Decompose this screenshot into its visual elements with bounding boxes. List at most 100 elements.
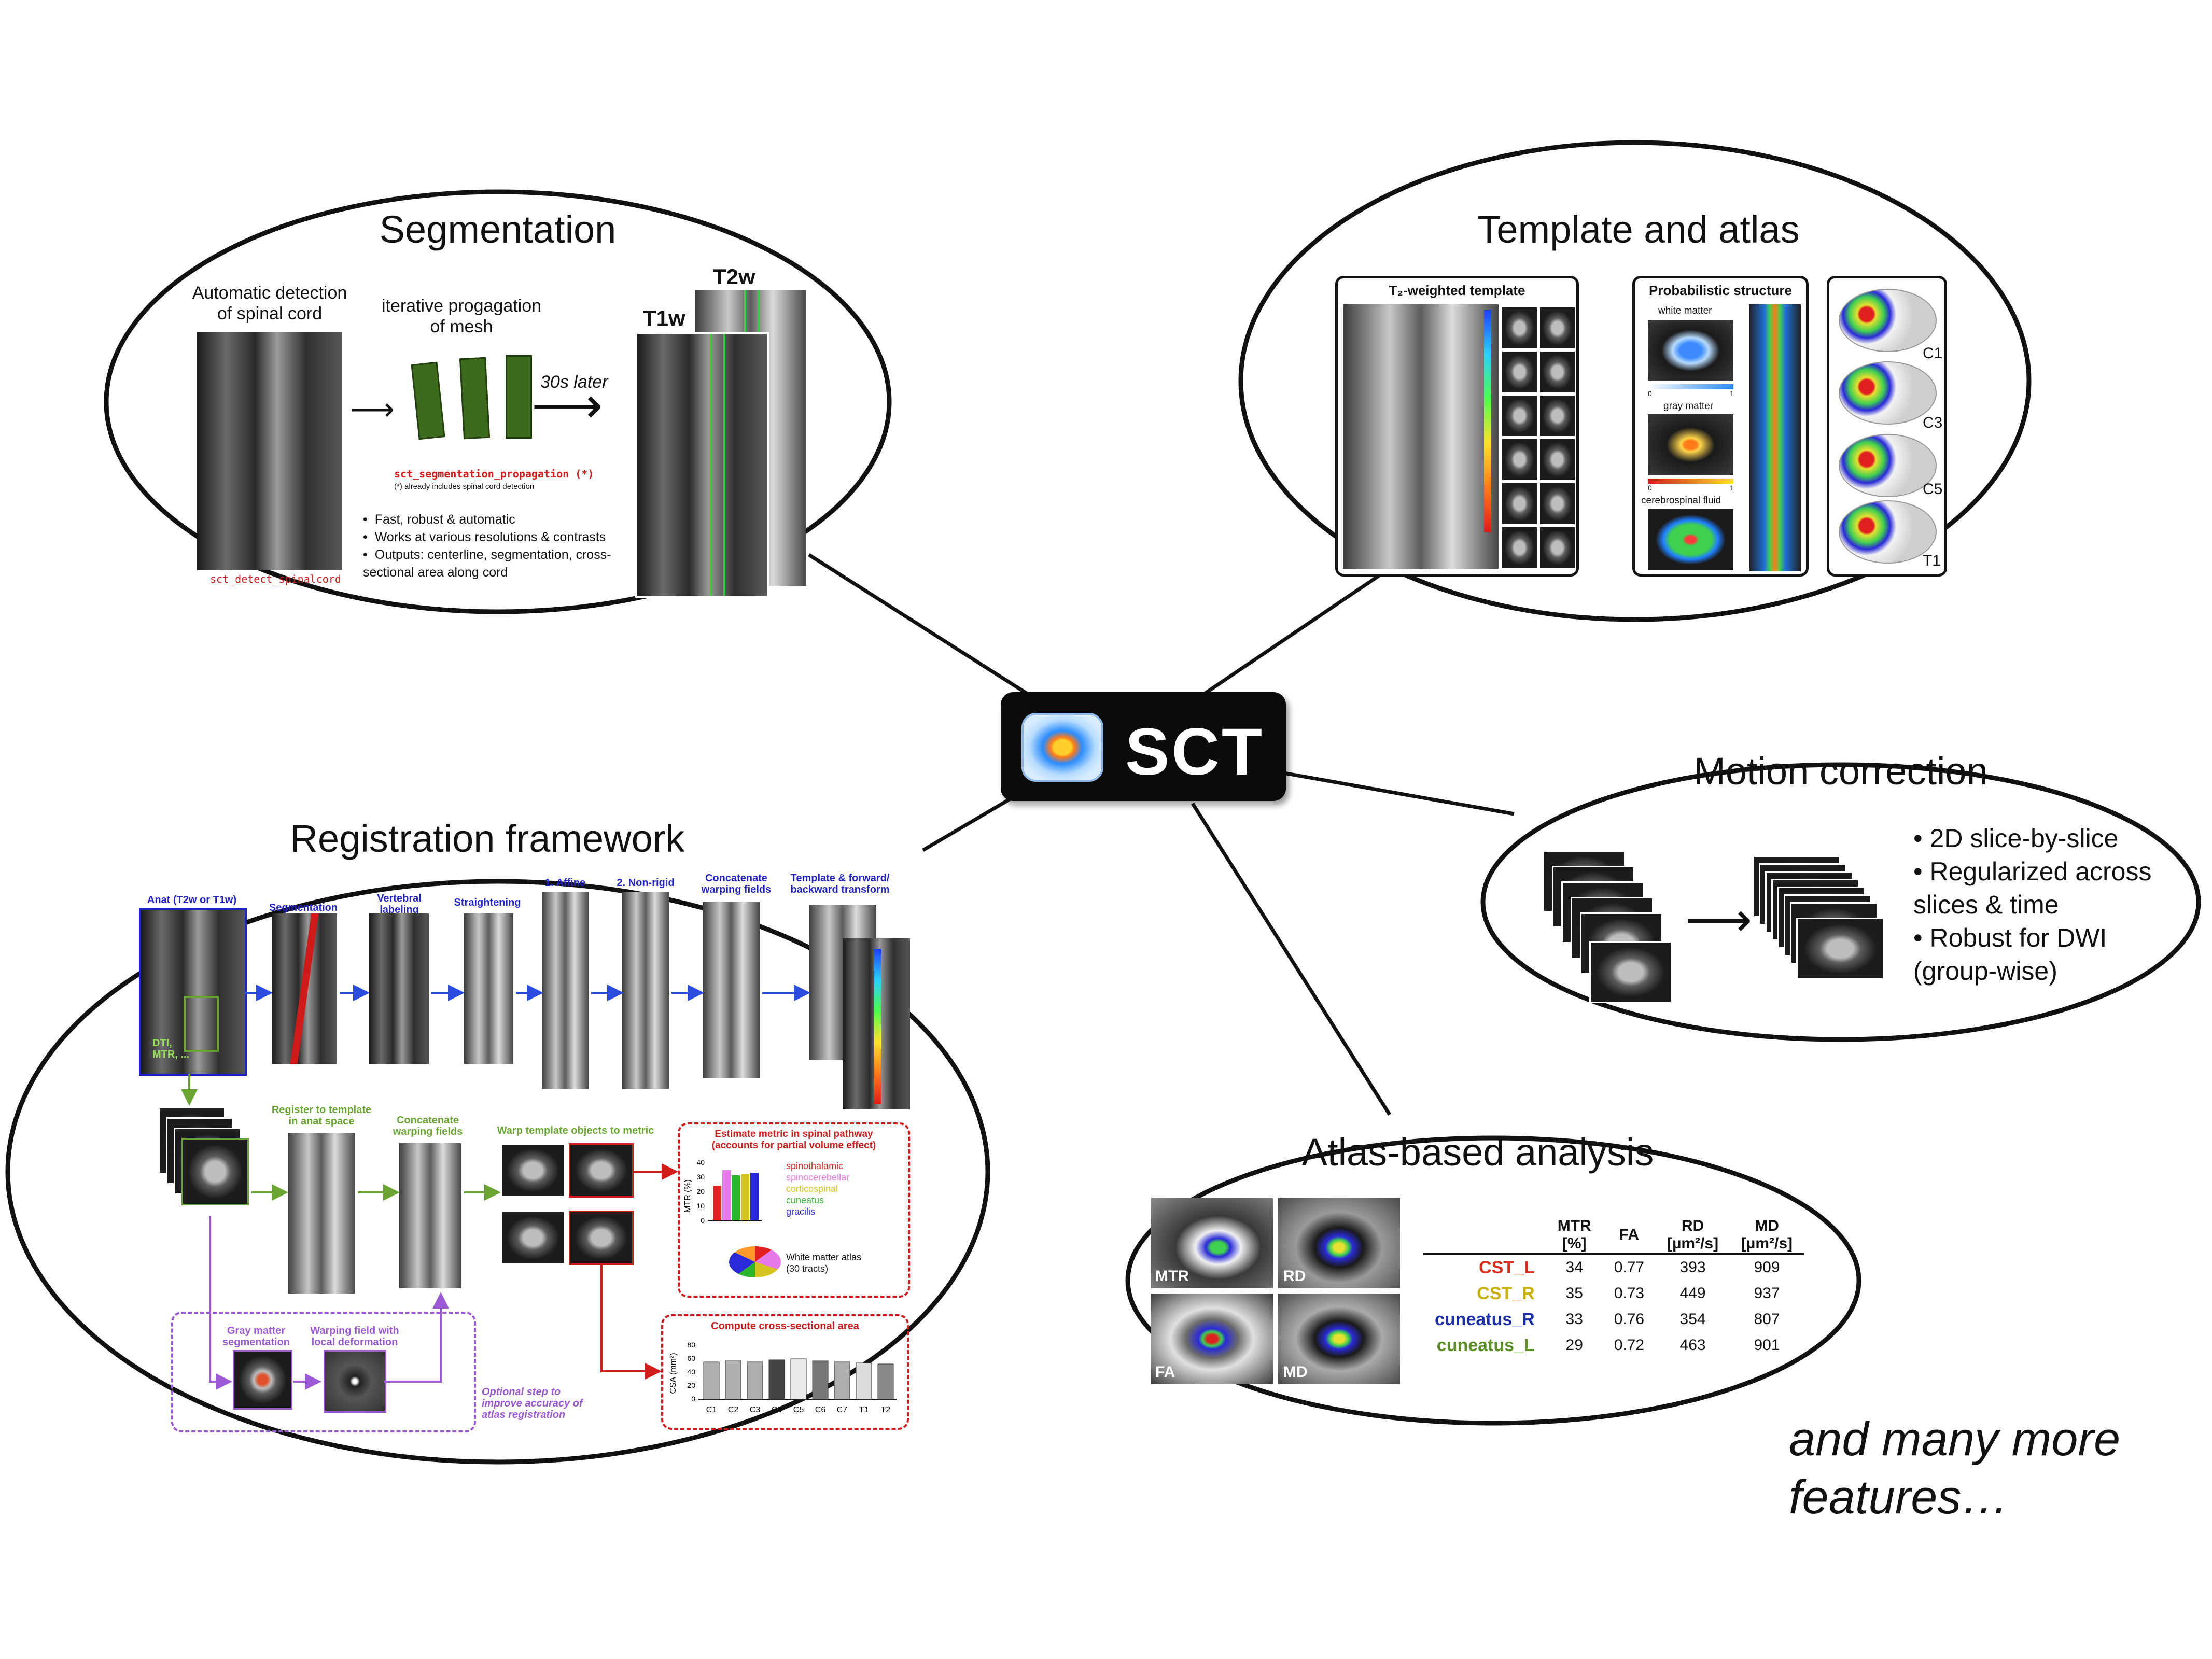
tract-metrics-table: MTR [%] FA RD [µm²/s] MD [µm²/s] CST_L 3… (1423, 1217, 1804, 1358)
mtr-tick: 10 (696, 1202, 705, 1210)
warped-slice (500, 1143, 565, 1198)
csa-tick: 0 (691, 1395, 695, 1403)
table-header-row: MTR [%] FA RD [µm²/s] MD [µm²/s] (1423, 1217, 1804, 1255)
step-label: Anat (T2w or T1w) (147, 894, 237, 906)
probabilistic-sagittal-image (1749, 304, 1801, 571)
segmentation-title: Segmentation (379, 208, 617, 251)
wm-label: white matter (1658, 305, 1712, 316)
estimate-metric-box: Estimate metric in spinal pathway (accou… (678, 1122, 910, 1298)
cell: 0.77 (1614, 1259, 1645, 1276)
detect-caption: Automatic detection of spinal cord (192, 283, 347, 324)
anat-note: DTI, MTR, ... (152, 1037, 190, 1060)
table-row: cuneatus_L 29 0.72 463 901 (1423, 1332, 1804, 1358)
template-title: Template and atlas (1477, 208, 1800, 251)
nonrigid-image (622, 892, 669, 1089)
template-sagittal-images (1343, 304, 1499, 569)
cell: 0.73 (1614, 1285, 1645, 1302)
csa-level-label: C3 (750, 1405, 761, 1414)
table-row: CST_R 35 0.73 449 937 (1423, 1281, 1804, 1306)
probabilistic-panel: Probabilistic structure white matter 0 1… (1632, 276, 1809, 577)
table-row: cuneatus_R 33 0.76 354 807 (1423, 1306, 1804, 1332)
scale-min: 0 (1648, 484, 1652, 492)
step-label: Segmentation (269, 902, 338, 913)
sct-center-node[interactable]: SCT (1001, 692, 1286, 801)
csa-tick: 80 (687, 1341, 695, 1349)
template-axial-grid (1502, 307, 1575, 569)
gm-seg-label: Gray matter segmentation (222, 1325, 290, 1348)
csa-bar (768, 1359, 785, 1400)
spinal-cord-logo-icon (1021, 713, 1103, 782)
mtr-tick: 30 (696, 1173, 705, 1181)
unaligned-slices-stack (1543, 850, 1672, 1006)
column-header: FA (1602, 1217, 1656, 1255)
mtr-bar (741, 1174, 749, 1220)
cell: 449 (1679, 1285, 1706, 1302)
column-header: RD [µm²/s] (1656, 1217, 1730, 1255)
csa-bar (834, 1361, 850, 1400)
aligned-slices-stack (1753, 855, 1887, 990)
csa-level-label: C2 (728, 1405, 739, 1414)
scale-max: 1 (1730, 484, 1734, 492)
gm-scale-bar (1648, 479, 1733, 484)
warped-slice (569, 1211, 634, 1265)
tract-legend-item: cuneatus (786, 1195, 824, 1205)
t2w-label: T2w (713, 264, 755, 289)
mtr-tick: 0 (701, 1216, 705, 1225)
metric-map-rd (1278, 1198, 1400, 1288)
cell: 33 (1565, 1311, 1583, 1328)
map-label: MTR (1155, 1268, 1189, 1285)
atlas-title: Atlas-based analysis (1301, 1131, 1654, 1174)
sct-label: SCT (1125, 715, 1264, 789)
csa-bar (725, 1360, 741, 1400)
mtr-bar (750, 1173, 759, 1220)
segmentation-step-image (272, 913, 337, 1064)
wm-atlas-label: White matter atlas (30 tracts) (786, 1252, 862, 1274)
cord-segmentation (710, 334, 725, 596)
cell: 393 (1679, 1259, 1706, 1276)
mtr-bar (732, 1175, 740, 1220)
cell: 34 (1565, 1259, 1583, 1276)
warping-field-image (703, 902, 760, 1078)
step-label: 2. Non-rigid (617, 877, 675, 889)
cell: 807 (1754, 1311, 1780, 1328)
csa-level-label: C7 (837, 1405, 848, 1414)
csa-bar (812, 1360, 829, 1400)
csa-level-label: C6 (815, 1405, 826, 1414)
table-row: CST_L 34 0.77 393 909 (1423, 1254, 1804, 1281)
metric-slices-stack (158, 1107, 251, 1216)
csa-bar (790, 1358, 807, 1400)
atlas-level-image (1839, 500, 1937, 564)
scale-max: 1 (1730, 389, 1734, 398)
t1w-label: T1w (643, 306, 685, 330)
arrow-right-icon: ⟶ (1685, 894, 1753, 946)
csa-bar (877, 1363, 894, 1400)
warped-slice (500, 1211, 565, 1265)
straightening-image (464, 913, 513, 1064)
csa-bar-chart: CSA (mm²) 80 60 40 20 0 C1 C2 C3 C4 C5 C… (669, 1341, 897, 1414)
csa-tick: 40 (687, 1368, 695, 1376)
bullet-item: 2D slice-by-slice (1913, 822, 2152, 855)
csf-probability-image (1648, 509, 1733, 570)
cell: 909 (1754, 1259, 1780, 1276)
motion-bullets: 2D slice-by-slice Regularized across sli… (1913, 822, 2152, 988)
tract-name: CST_L (1479, 1258, 1535, 1277)
t1w-image (635, 332, 769, 598)
t2-template-panel: T₂-weighted template (1335, 276, 1579, 577)
cell: 35 (1565, 1285, 1583, 1302)
csa-bar (747, 1361, 763, 1400)
atlas-level-image (1839, 289, 1937, 352)
step-label: 1. Affine (544, 877, 586, 889)
cell: 0.76 (1614, 1311, 1645, 1328)
csa-bar (856, 1362, 872, 1400)
vertebral-labeling-image (369, 913, 429, 1064)
csa-level-label: C5 (793, 1405, 804, 1414)
bullet-item: Regularized across slices & time (1913, 855, 2152, 921)
level-label: C3 (1923, 414, 1943, 431)
step-label: Straightening (454, 897, 521, 908)
bullet-item: Fast, robust & automatic (363, 511, 611, 528)
column-header: MTR [%] (1546, 1217, 1603, 1255)
metric-map-fa (1151, 1294, 1273, 1384)
csa-tick: 60 (687, 1354, 695, 1362)
roi-box (184, 996, 219, 1052)
optional-note: Optional step to improve accuracy of atl… (482, 1386, 583, 1421)
